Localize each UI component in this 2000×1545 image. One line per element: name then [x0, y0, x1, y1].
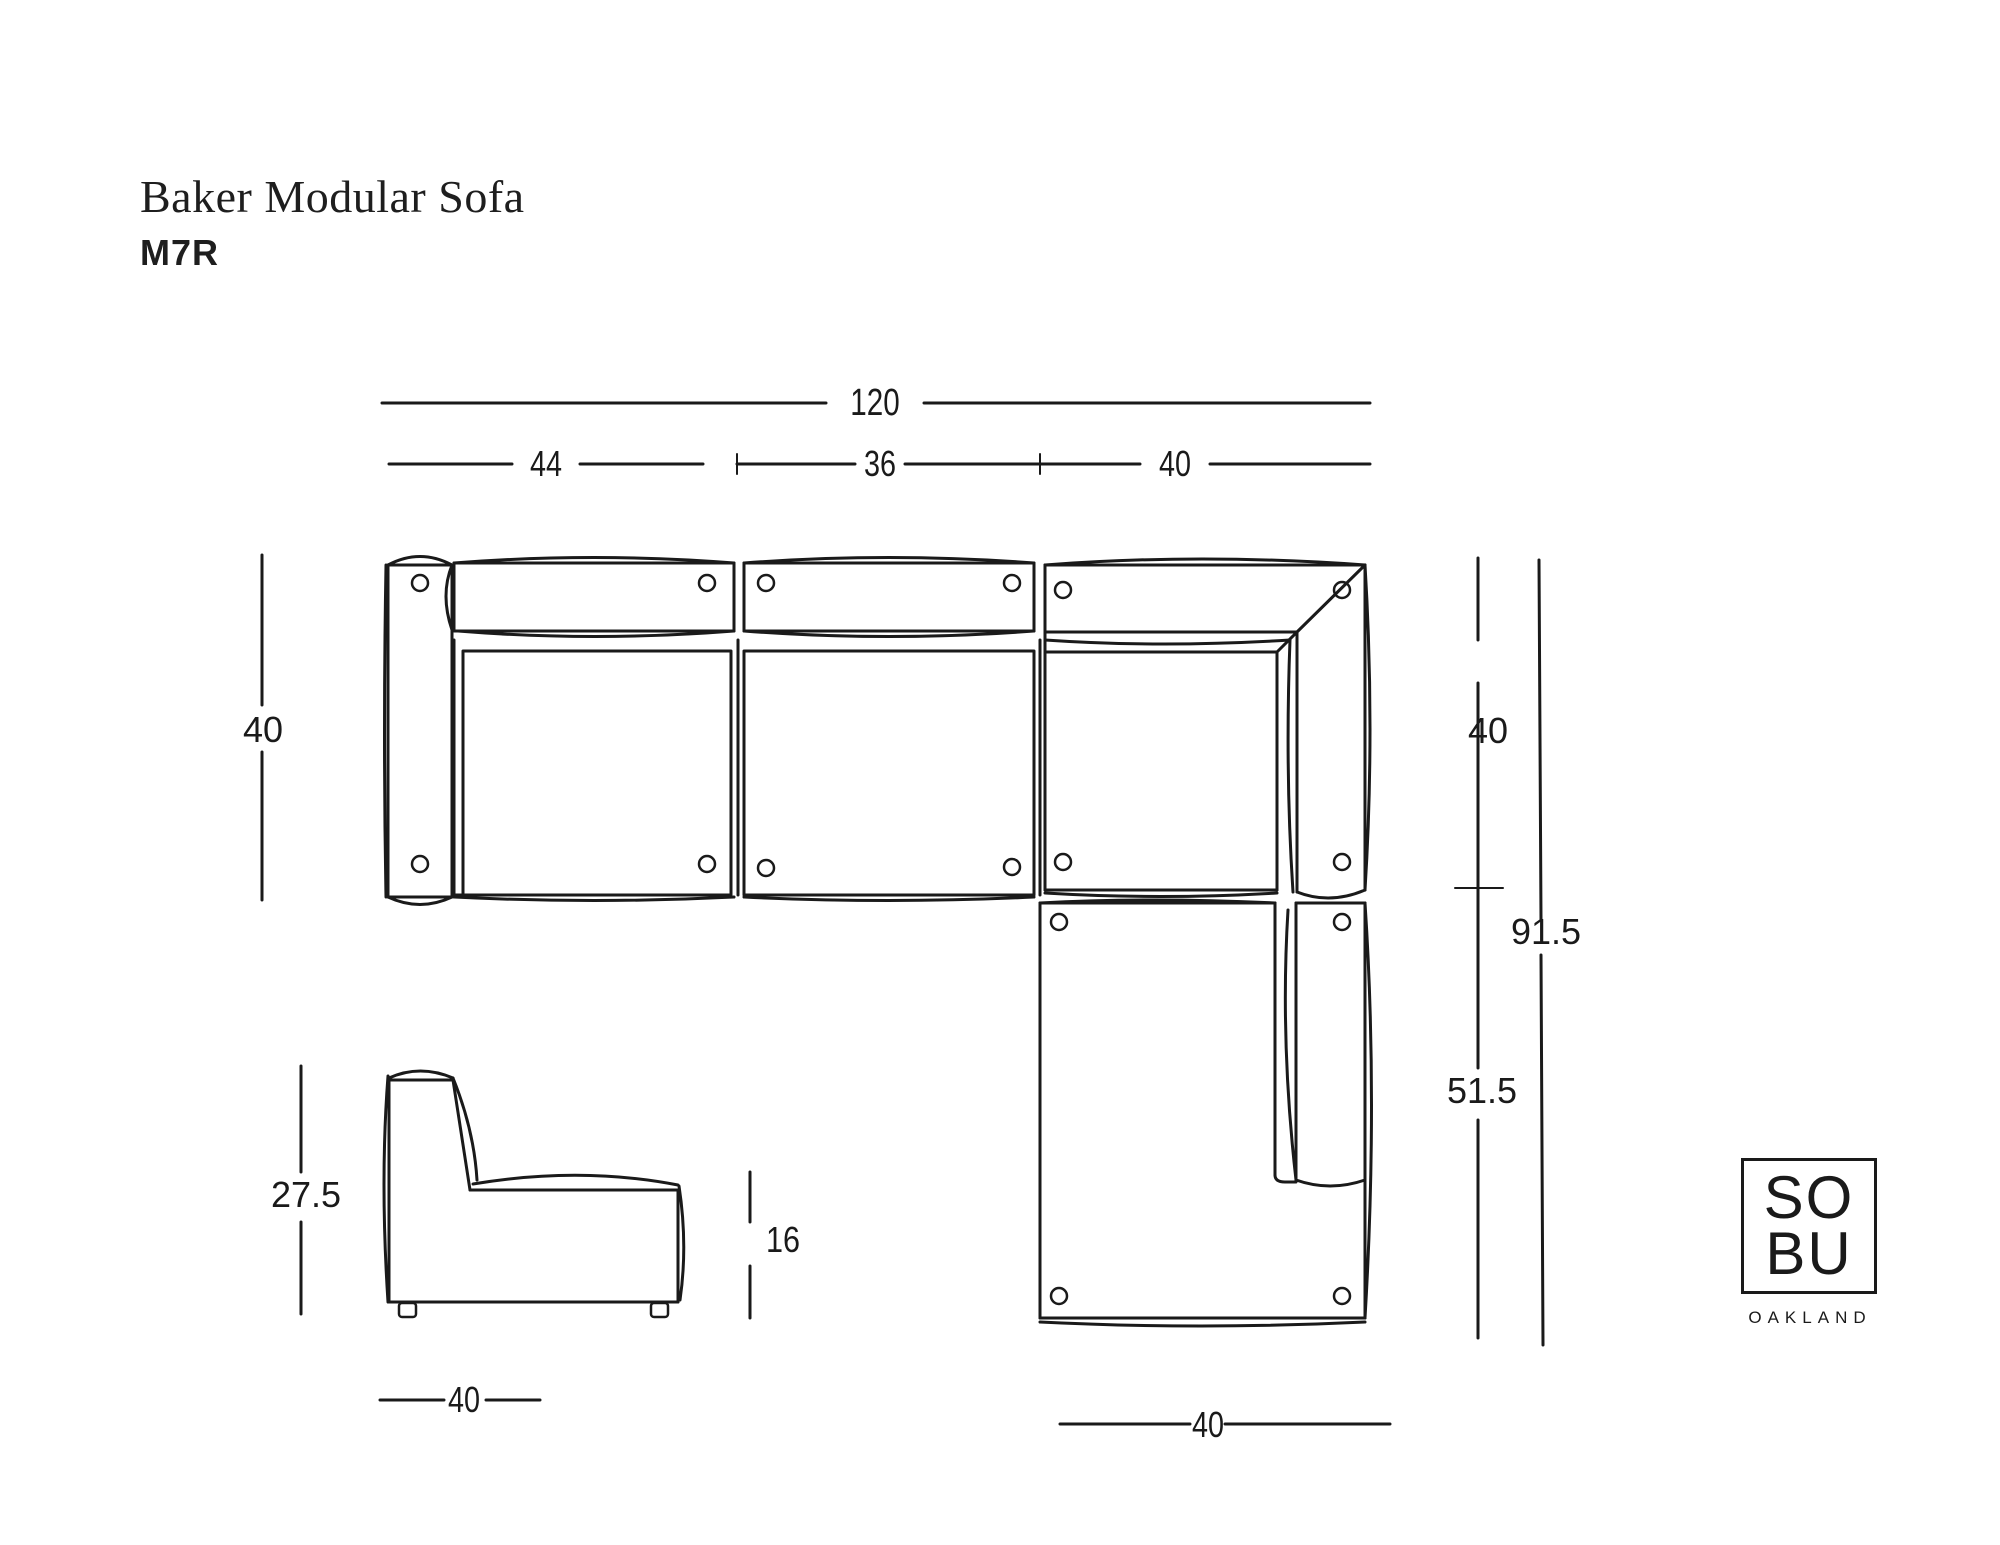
logo-line-1: SO — [1763, 1164, 1855, 1231]
side-depth-label: 40 — [448, 1379, 480, 1420]
right-total-depth-label: 91.5 — [1511, 911, 1581, 952]
logo-line-2: BU — [1765, 1220, 1853, 1287]
sobu-logo: SO BU — [1741, 1158, 1877, 1294]
segment-width-label-3: 40 — [1159, 443, 1191, 484]
logo-subtitle: OAKLAND — [1748, 1308, 1872, 1327]
seat-height-label: 16 — [766, 1221, 800, 1261]
seat-module-36 — [736, 556, 1042, 902]
side-view-module — [382, 1069, 686, 1319]
chaise-module — [1038, 898, 1373, 1328]
right-depth-dimensions — [1454, 556, 1545, 1347]
segment-width-dimensions — [387, 453, 1372, 475]
segment-width-label-2: 36 — [864, 443, 896, 484]
side-height-label: 27.5 — [271, 1174, 341, 1215]
right-lower-depth-label: 51.5 — [1447, 1070, 1517, 1111]
seat-module-44 — [452, 556, 736, 902]
right-upper-depth-label: 40 — [1468, 710, 1508, 751]
product-title: Baker Modular Sofa — [140, 171, 525, 222]
chaise-width-label: 40 — [1192, 1404, 1224, 1445]
model-code: M7R — [140, 232, 220, 273]
left-depth-label: 40 — [243, 709, 283, 750]
left-arm-module — [383, 555, 454, 906]
overall-width-label: 120 — [850, 382, 899, 424]
corner-module — [1043, 557, 1372, 900]
segment-width-label-1: 44 — [530, 443, 562, 484]
